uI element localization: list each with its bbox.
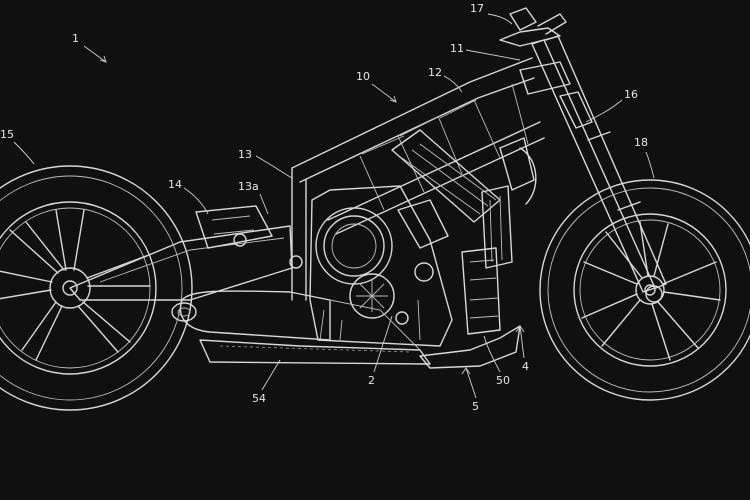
trellis-frame [291, 57, 545, 301]
reference-labels: 1 10 11 12 13 13a 14 15 16 17 18 2 4 5 5… [0, 2, 655, 413]
radiator [461, 137, 537, 335]
ref-16: 16 [624, 88, 638, 101]
ref-5: 5 [472, 400, 479, 413]
front-fork [519, 35, 667, 303]
ref-54: 54 [252, 392, 266, 405]
engine [309, 129, 501, 347]
ref-14: 14 [168, 178, 182, 191]
ref-11: 11 [450, 42, 464, 55]
ref-13: 13 [238, 148, 252, 161]
ref-10: 10 [356, 70, 370, 83]
rear-wheel-spokes [0, 209, 151, 361]
ref-18: 18 [634, 136, 648, 149]
ref-50: 50 [496, 374, 510, 387]
ref-1: 1 [72, 32, 79, 45]
ref-15: 15 [0, 128, 14, 141]
front-wheel [539, 179, 750, 401]
ref-4: 4 [522, 360, 529, 373]
swingarm [69, 205, 303, 301]
ref-13a: 13a [238, 180, 259, 193]
handlebar [499, 7, 567, 47]
front-wheel-spokes [581, 221, 721, 361]
rear-wheel [0, 165, 193, 411]
ref-12: 12 [428, 66, 442, 79]
ref-2: 2 [368, 374, 375, 387]
exhaust [171, 290, 431, 365]
ref-17: 17 [470, 2, 484, 15]
lower-cowl [419, 325, 521, 369]
